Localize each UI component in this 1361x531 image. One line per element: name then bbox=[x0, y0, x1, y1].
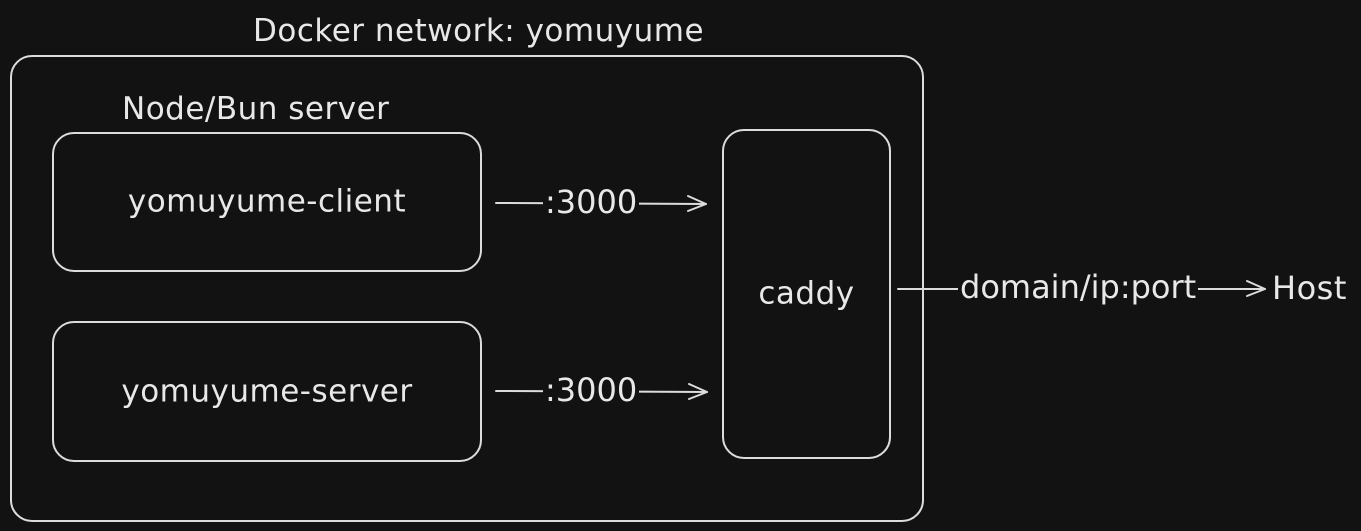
network-title: Docker network: yomuyume bbox=[253, 13, 705, 49]
server-to-caddy-arrowhead bbox=[688, 383, 708, 400]
client-node: yomuyume-client bbox=[52, 132, 482, 272]
server-port-label: :3000 bbox=[543, 371, 640, 409]
host-port-label: domain/ip:port bbox=[958, 268, 1199, 306]
host-label: Host bbox=[1272, 269, 1347, 307]
server-group-title: Node/Bun server bbox=[122, 91, 390, 127]
caddy-node-label: caddy bbox=[758, 275, 855, 312]
client-node-label: yomuyume-client bbox=[127, 183, 407, 220]
caddy-node: caddy bbox=[722, 129, 891, 459]
server-node-label: yomuyume-server bbox=[121, 373, 413, 409]
client-port-label: :3000 bbox=[543, 183, 640, 221]
caddy-to-host-arrowhead bbox=[1246, 280, 1266, 297]
client-to-caddy-arrowhead bbox=[687, 195, 707, 212]
server-node: yomuyume-server bbox=[52, 321, 482, 462]
